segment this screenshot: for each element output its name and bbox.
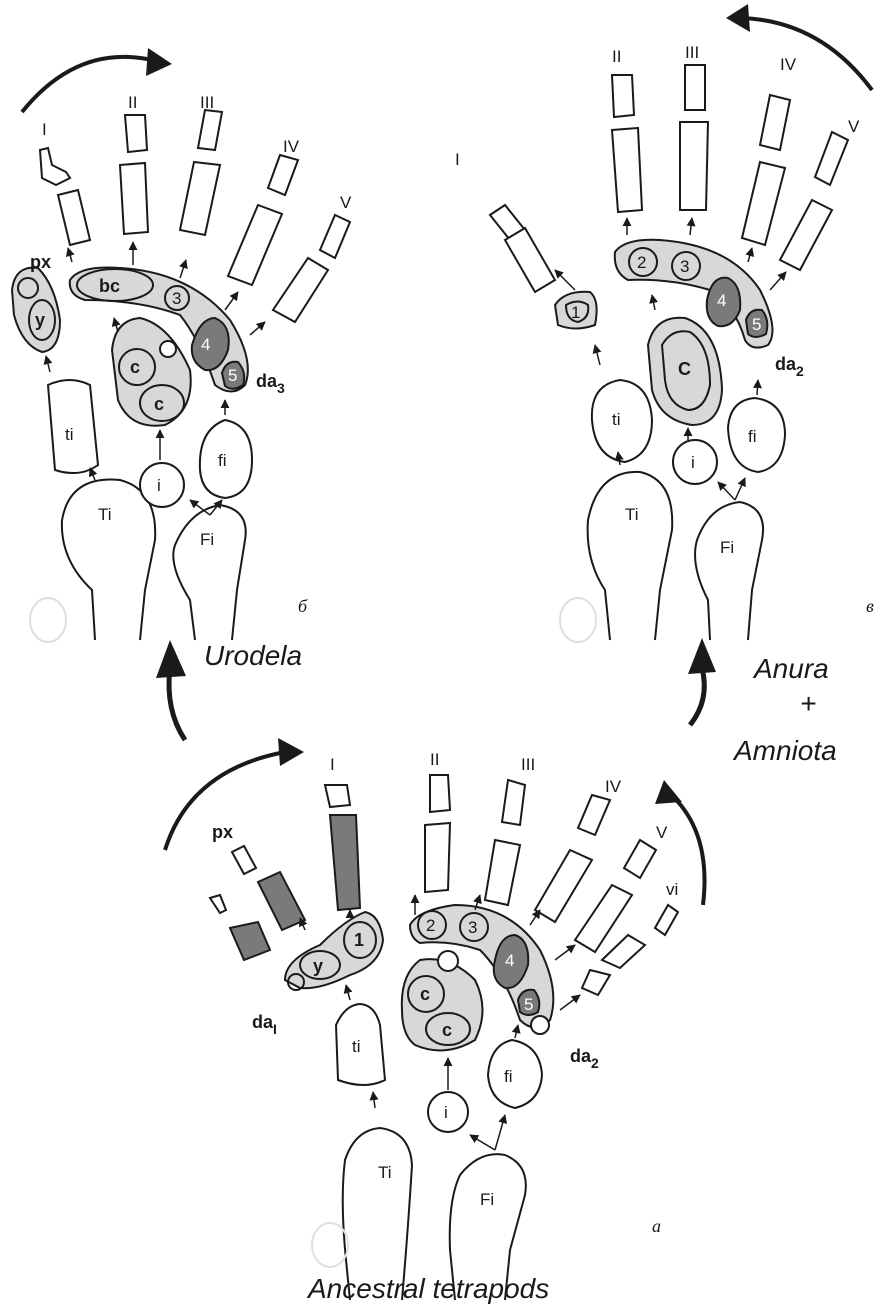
rotation-arrow bbox=[740, 18, 872, 90]
digit-label-I: I bbox=[455, 150, 460, 169]
label-y: y bbox=[313, 956, 323, 976]
panel-anura-amniota: I II III IV V 1 2 3 4 5 C da2 ti i fi Ti… bbox=[455, 4, 874, 642]
label-3: 3 bbox=[172, 289, 181, 308]
digit-label-III: III bbox=[200, 93, 214, 112]
label-Fi: Fi bbox=[200, 530, 214, 549]
label-3: 3 bbox=[468, 918, 477, 937]
label-fi: fi bbox=[504, 1067, 513, 1086]
label-da2: da2 bbox=[570, 1046, 599, 1071]
label-c: c bbox=[154, 394, 164, 414]
digit-label-II: II bbox=[430, 750, 439, 769]
label-da2: da2 bbox=[775, 354, 804, 379]
label-2: 2 bbox=[426, 916, 435, 935]
label-1: 1 bbox=[354, 930, 364, 950]
label-4: 4 bbox=[201, 335, 210, 354]
label-c: c bbox=[420, 984, 430, 1004]
label-ti: ti bbox=[65, 425, 74, 444]
label-i: i bbox=[691, 453, 695, 472]
label-4: 4 bbox=[717, 291, 726, 310]
label-i: i bbox=[444, 1103, 448, 1122]
label-Ti: Ti bbox=[98, 505, 112, 524]
label-5: 5 bbox=[524, 995, 533, 1014]
rotation-arrow bbox=[22, 57, 160, 112]
label-Ti: Ti bbox=[625, 505, 639, 524]
intermedium bbox=[140, 463, 184, 507]
centralia-arch bbox=[112, 318, 191, 426]
taxon-anura: Anura bbox=[752, 653, 829, 684]
panel-label-c: в bbox=[866, 596, 874, 616]
panel-label-b: б bbox=[298, 596, 308, 616]
digit-label-II: II bbox=[128, 93, 137, 112]
digit-label-I: I bbox=[42, 120, 47, 139]
evolution-arrow-anura-amniota bbox=[690, 668, 704, 725]
label-5: 5 bbox=[752, 315, 761, 334]
label-1: 1 bbox=[571, 303, 580, 322]
label-c: c bbox=[442, 1020, 452, 1040]
digit-label-V: V bbox=[656, 823, 668, 842]
panel-urodela: I II III IV V px y bc 3 4 5 c c da3 ti i… bbox=[12, 48, 352, 642]
taxon-amniota: Amniota bbox=[732, 735, 837, 766]
label-i: i bbox=[157, 476, 161, 495]
digit-label-IV: IV bbox=[605, 777, 622, 796]
digit-label-V: V bbox=[848, 117, 860, 136]
fibula bbox=[173, 505, 245, 640]
digit-label-I: I bbox=[330, 755, 335, 774]
label-ti: ti bbox=[612, 410, 621, 429]
digit-label-vi: vi bbox=[666, 880, 678, 899]
tibia bbox=[62, 480, 155, 641]
label-da3: da3 bbox=[256, 371, 285, 396]
label-bc: bc bbox=[99, 276, 120, 296]
label-3: 3 bbox=[680, 257, 689, 276]
digit-label-V: V bbox=[340, 193, 352, 212]
label-px: px bbox=[30, 252, 51, 272]
digit-label-IV: IV bbox=[283, 137, 300, 156]
digit-label-III: III bbox=[521, 755, 535, 774]
label-ti: ti bbox=[352, 1037, 361, 1056]
taxon-ancestral-tetrapods: Ancestral tetrapods bbox=[306, 1273, 549, 1304]
label-fi: fi bbox=[748, 427, 757, 446]
evolution-arrow-urodela bbox=[169, 668, 185, 740]
digit-label-II: II bbox=[612, 47, 621, 66]
label-5: 5 bbox=[228, 366, 237, 385]
taxon-urodela: Urodela bbox=[204, 640, 302, 671]
label-Ti: Ti bbox=[378, 1163, 392, 1182]
digit-label-III: III bbox=[685, 43, 699, 62]
label-fi: fi bbox=[218, 451, 227, 470]
label-px: px bbox=[212, 822, 233, 842]
label-da1: daI bbox=[252, 1012, 277, 1037]
label-Fi: Fi bbox=[720, 538, 734, 557]
label-Fi: Fi bbox=[480, 1190, 494, 1209]
label-4: 4 bbox=[505, 951, 514, 970]
panel-label-a: a bbox=[652, 1216, 661, 1236]
panel-ancestral: I II III IV V vi px 1 y 2 3 4 5 c c daI … bbox=[165, 738, 705, 1300]
label-C: C bbox=[678, 359, 691, 379]
label-c: c bbox=[130, 357, 140, 377]
rotation-arrow-head bbox=[146, 48, 172, 76]
label-y: y bbox=[35, 310, 45, 330]
taxon-plus: + bbox=[800, 688, 816, 719]
digit-label-IV: IV bbox=[780, 55, 797, 74]
label-2: 2 bbox=[637, 253, 646, 272]
rotation-arrow-head bbox=[726, 4, 750, 32]
